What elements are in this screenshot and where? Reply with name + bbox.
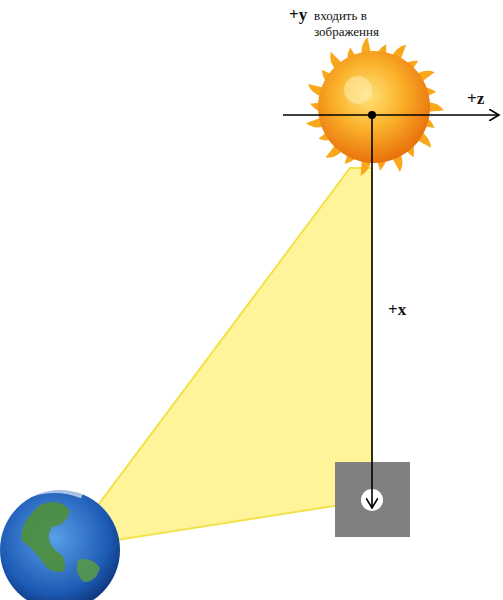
sun-rays: [306, 37, 444, 175]
x-axis: [371, 115, 373, 508]
axis-note: входить в зображення: [314, 8, 424, 40]
sun: [318, 51, 430, 163]
axis-label: +z: [467, 89, 484, 109]
earth-land: [21, 502, 70, 572]
z-axis: [283, 114, 499, 116]
earth-land: [77, 559, 100, 582]
light-beam: [66, 168, 372, 548]
axis-label: +y: [289, 5, 307, 25]
sun-highlight: [344, 76, 372, 104]
earth: [0, 490, 120, 600]
axis-label: +x: [388, 300, 406, 320]
earth-cloud: [22, 490, 82, 498]
origin-dot: [368, 111, 376, 119]
